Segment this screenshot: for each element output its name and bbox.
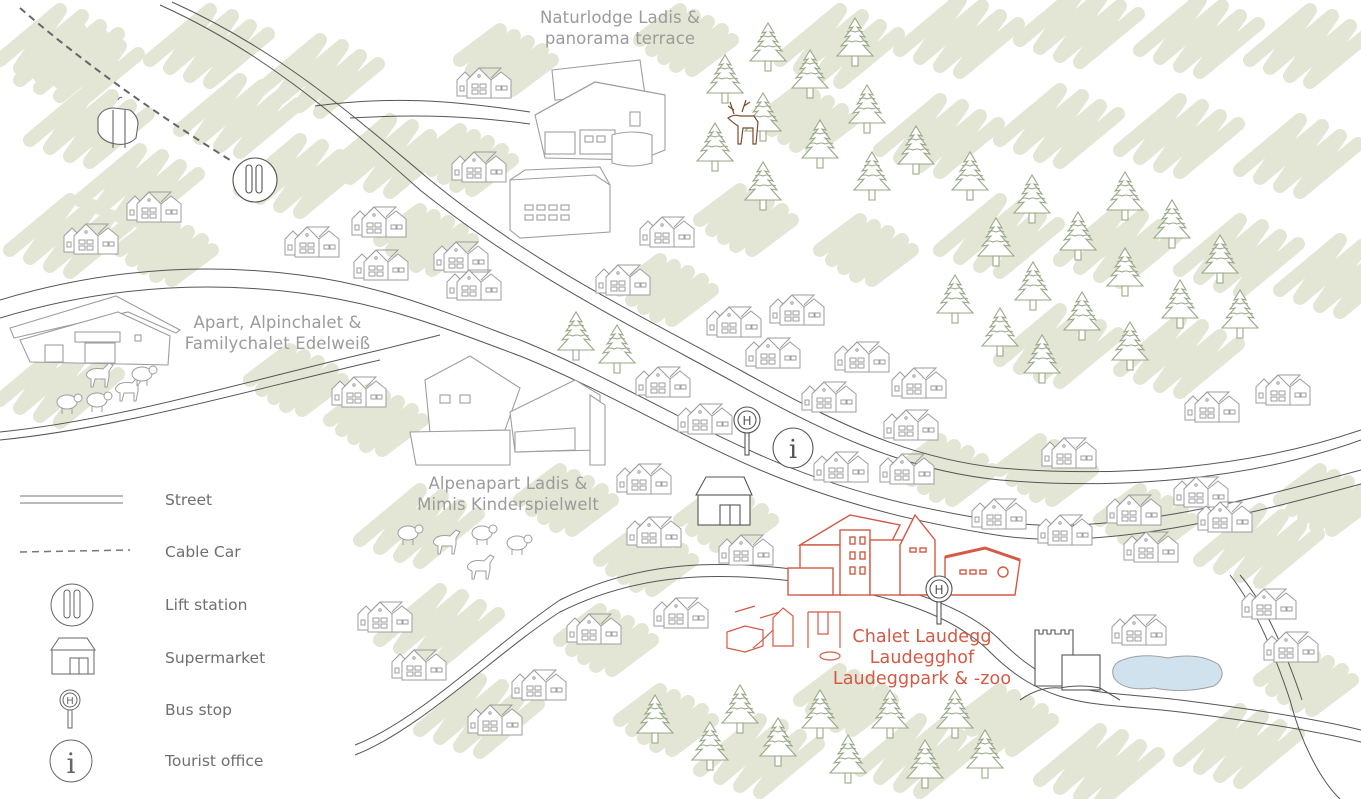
svg-text:H: H [66,696,74,707]
playground-icon [726,605,841,661]
label-line: Apart, Alpinchalet & [193,313,362,332]
label-line: Familychalet Edelweiß [184,334,371,353]
label-line: Laudegghof [869,648,975,668]
deer-icon [727,99,759,145]
naturlodge-building [509,59,666,239]
legend-item-cable-car: Cable Car [0,530,340,574]
legend-label: Lift station [165,596,248,614]
legend-item-street: Street [0,478,340,522]
svg-text:H: H [934,583,943,597]
legend-item-lift-station: Lift station [0,583,340,627]
label-line: Chalet Laudegg [852,627,992,647]
label-line: Naturlodge Ladis & [539,8,701,27]
label-line: panorama terrace [544,29,696,48]
legend-item-tourist-office: i Tourist office [0,739,340,783]
svg-text:i: i [67,747,76,780]
label-line: Alpenapart Ladis & [428,474,588,493]
alpenapart-building [409,355,606,466]
legend-label: Cable Car [165,543,241,561]
bus-stop-icon: H [59,689,81,729]
legend-label: Supermarket [165,649,266,667]
info-icon: i [49,739,93,783]
laudegg-hotel-complex [787,513,1021,596]
svg-text:i: i [789,435,797,465]
lake-icon [1112,655,1223,692]
street-line-icon [20,495,123,504]
bus-stop-icon: H [733,406,761,456]
label-alpenapart: Alpenapart Ladis & Mimis Kinderspielwelt [398,473,618,515]
castle-icon [1019,629,1121,701]
cable-car-line [19,7,231,161]
gondola-icon [97,96,139,148]
info-icon: i [772,427,814,469]
supermarket-icon [50,637,96,675]
legend-label: Street [165,491,213,509]
legend-label: Tourist office [165,752,264,770]
edelweiss-chalet [9,295,182,366]
label-naturlodge: Naturlodge Ladis & panorama terrace [510,7,730,49]
legend-item-supermarket: Supermarket [0,636,340,680]
svg-text:H: H [742,414,751,428]
legend-item-bus-stop: H Bus stop [0,688,340,732]
label-line: Mimis Kinderspielwelt [417,495,599,514]
label-line: Laudeggpark & -zoo [832,669,1012,689]
label-laudegg: Chalet Laudegg Laudegghof Laudeggpark & … [822,627,1022,690]
ski-lift-icon [232,157,278,203]
dashed-line-icon [20,549,130,553]
supermarket-icon [695,476,753,526]
bus-stop-icon: H [925,575,953,625]
label-edelweiss: Apart, Alpinchalet & Familychalet Edelwe… [170,312,385,354]
ski-lift-icon [50,583,94,627]
legend-label: Bus stop [165,701,232,719]
